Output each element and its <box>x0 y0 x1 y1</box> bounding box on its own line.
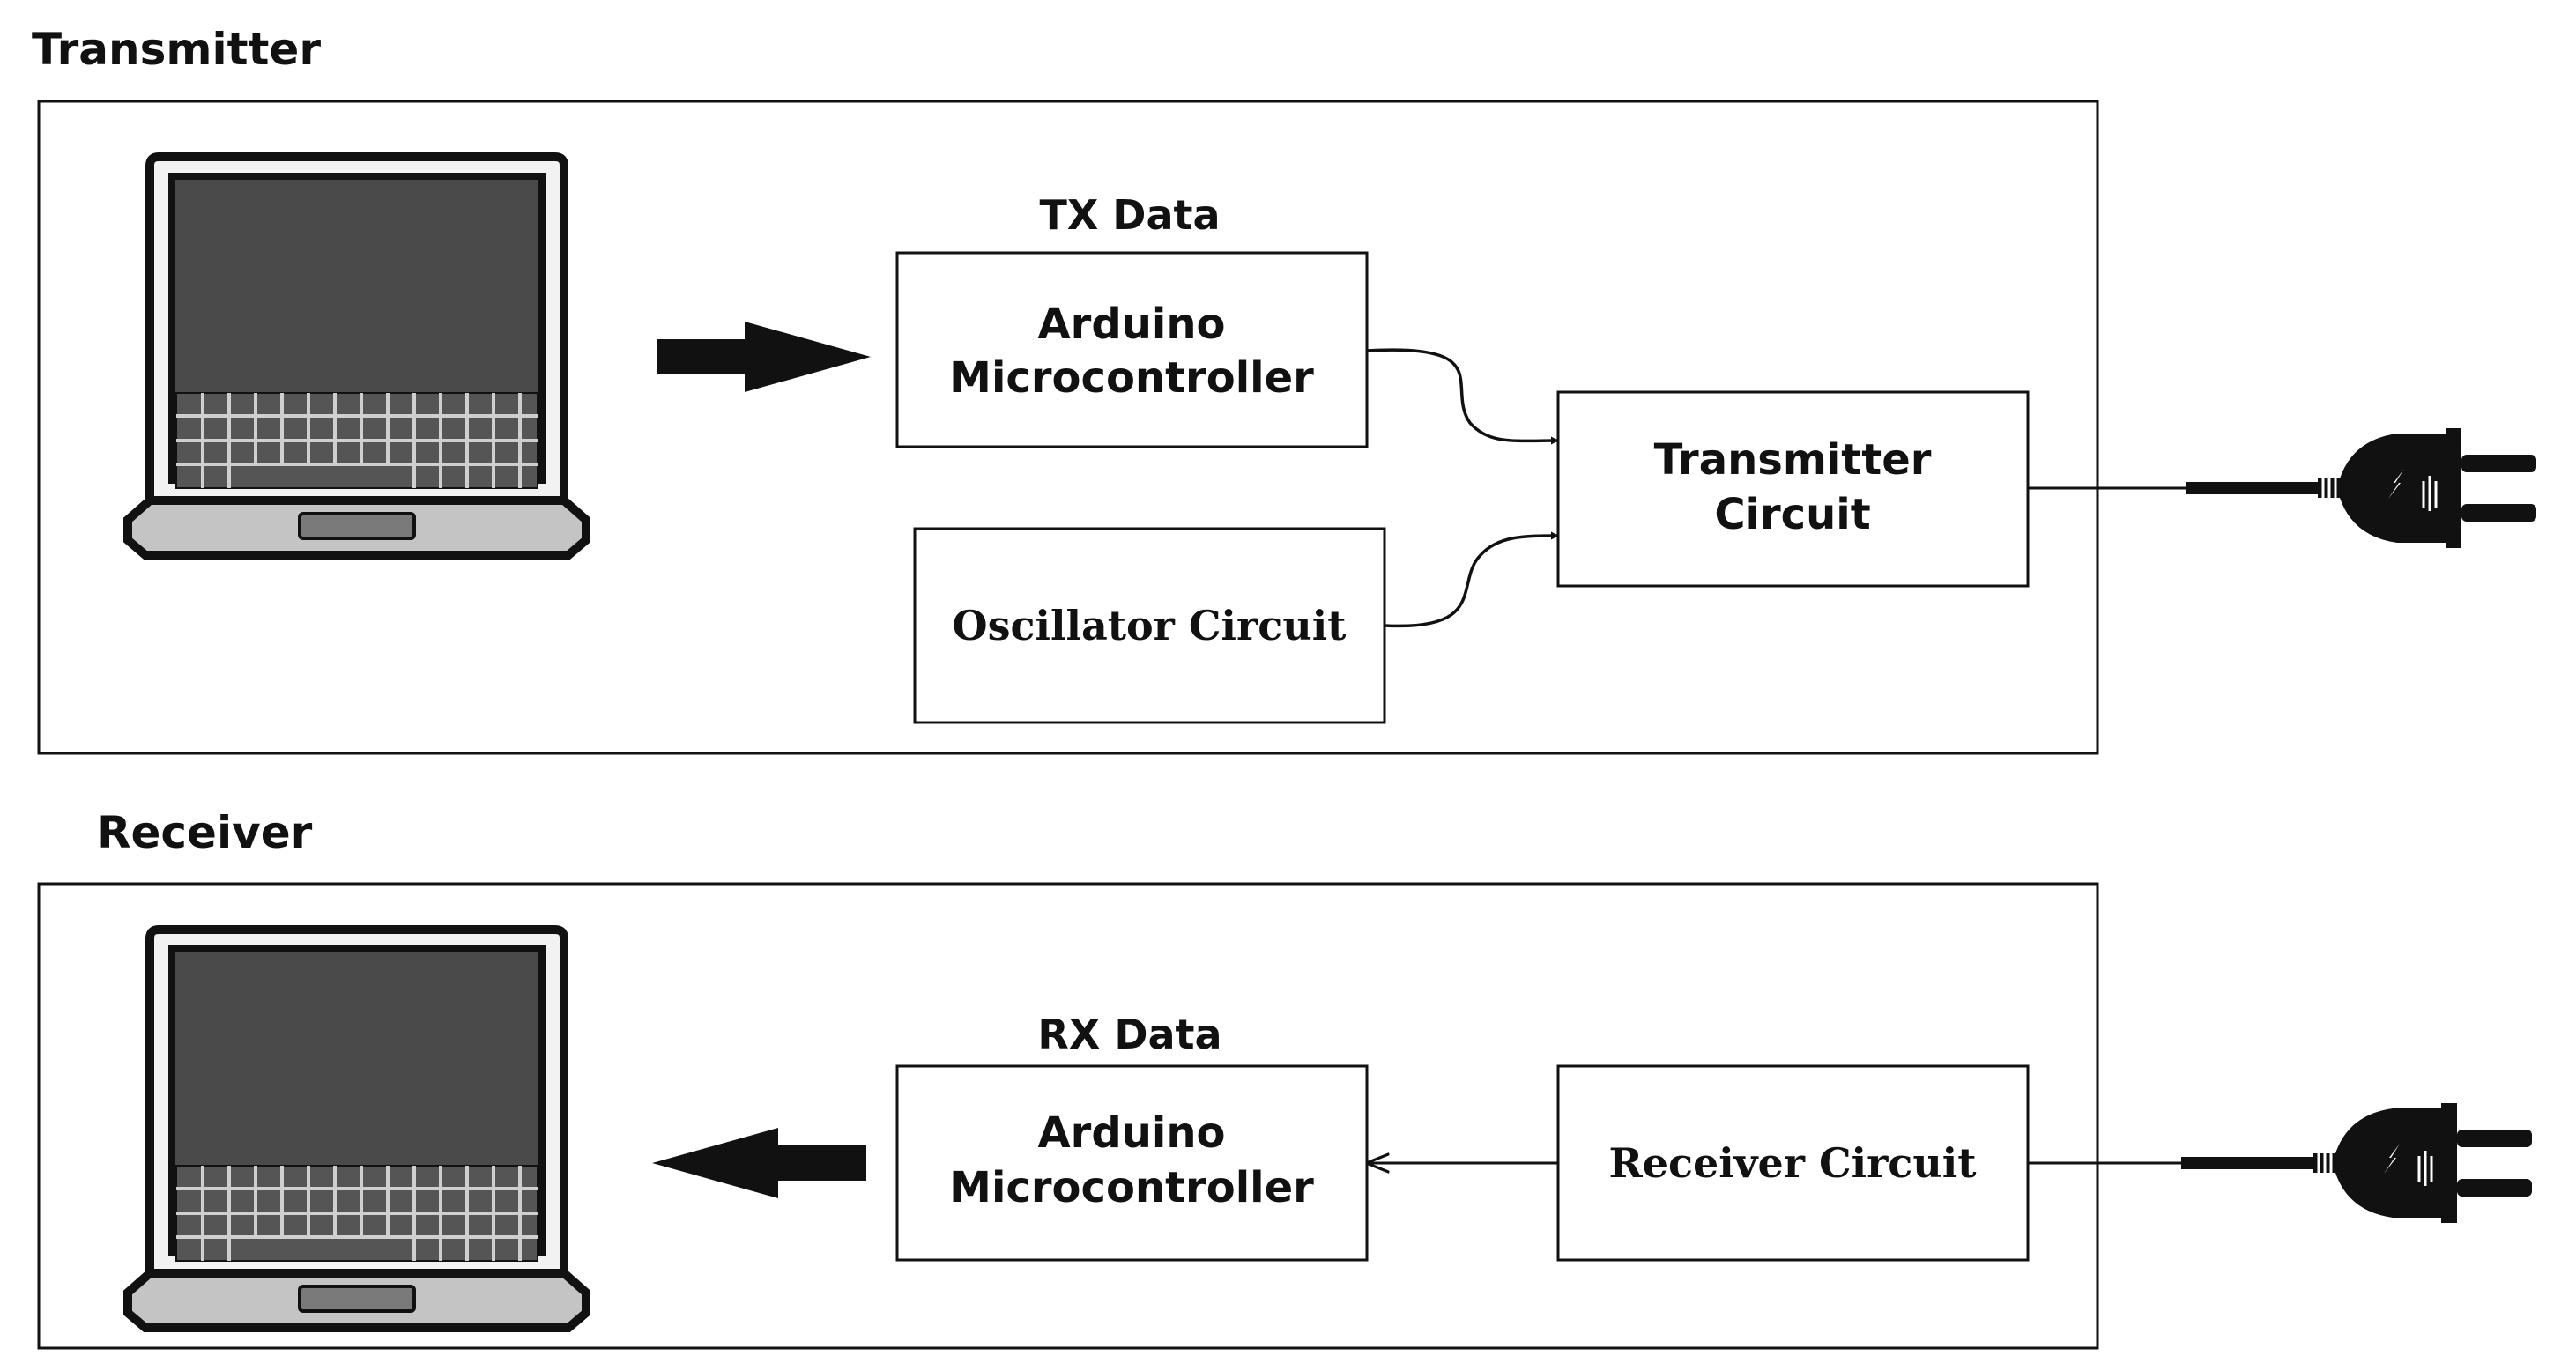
tx-data-label: TX Data <box>1039 191 1220 239</box>
rx-arduino-label-line2: Microcontroller <box>949 1163 1314 1212</box>
receiver-circuit-block: Receiver Circuit <box>1556 1064 2030 1262</box>
laptop-icon <box>128 157 586 555</box>
oscillator-to-transmitter-arrow <box>1384 531 1559 628</box>
tx-arduino-block: Arduino Microcontroller <box>895 251 1369 448</box>
transmitter-frame <box>37 100 2099 755</box>
rx-arduino-block: Arduino Microcontroller <box>895 1064 1369 1262</box>
power-plug-icon <box>2184 426 2538 550</box>
receiver-frame <box>37 882 2099 1350</box>
receiver-section-title: Receiver <box>97 807 313 858</box>
rx-circuit-label: Receiver Circuit <box>1609 1139 1978 1187</box>
power-plug-icon <box>2179 1101 2534 1225</box>
tx-arduino-label-line1: Arduino <box>1038 300 1226 349</box>
data-in-arrow <box>657 322 871 392</box>
transmitter-circuit-block: Transmitter Circuit <box>1556 390 2030 588</box>
tx-circuit-label-line2: Circuit <box>1714 490 1870 539</box>
oscillator-block: Oscillator Circuit <box>913 527 1386 724</box>
arduino-to-transmitter-arrow <box>1366 348 1559 445</box>
rx-data-label: RX Data <box>1037 1011 1221 1058</box>
transmitter-section-title: Transmitter <box>32 24 321 75</box>
oscillator-label: Oscillator Circuit <box>953 602 1347 649</box>
laptop-icon <box>128 930 586 1328</box>
tx-arduino-label-line2: Microcontroller <box>949 353 1314 403</box>
data-out-arrow <box>652 1128 866 1198</box>
rx-arduino-label-line1: Arduino <box>1038 1108 1226 1158</box>
tx-circuit-label-line1: Transmitter <box>1654 435 1932 485</box>
